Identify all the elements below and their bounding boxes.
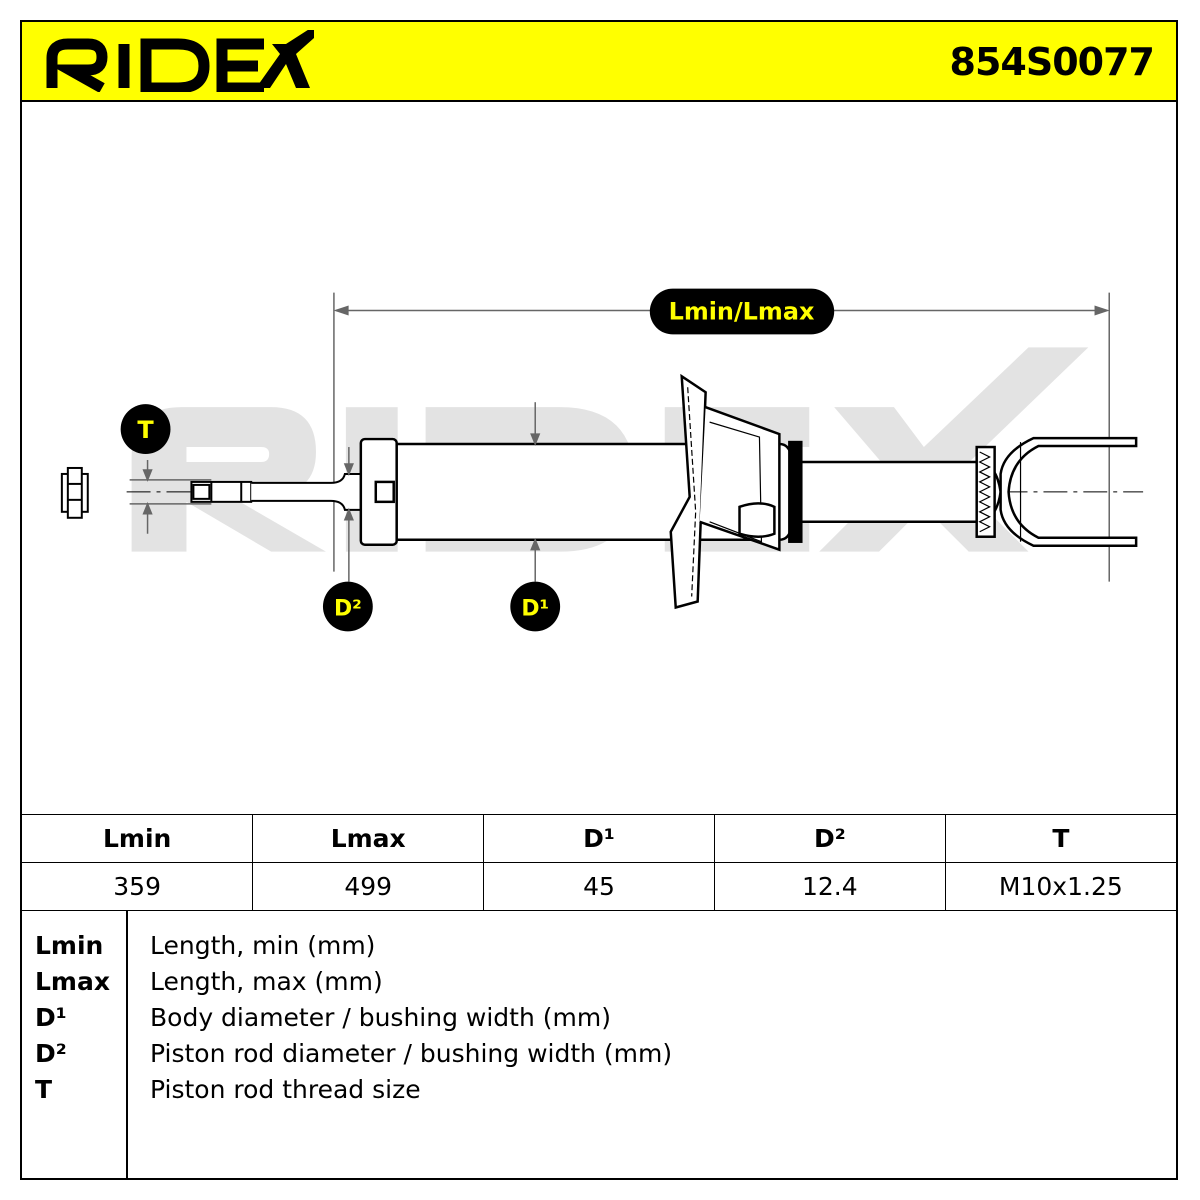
legend-row-lmax: Lmax Length, max (mm): [22, 967, 1176, 1003]
length-label: Lmin/Lmax: [649, 288, 835, 335]
legend-abbr: Lmax: [35, 967, 110, 996]
ridex-logo: [46, 30, 314, 92]
legend-row-t: T Piston rod thread size: [22, 1075, 1176, 1111]
shock-absorber-drawing: Lmin/Lmax T: [60, 288, 1144, 632]
spec-table-value-row: 359 499 45 12.4 M10x1.25: [22, 862, 1176, 911]
legend-abbr: D¹: [35, 1003, 67, 1032]
body-diameter-label: D¹: [510, 581, 561, 632]
svg-text:D¹: D¹: [521, 596, 549, 621]
legend-desc: Piston rod thread size: [150, 1075, 421, 1104]
value-t: M10x1.25: [944, 862, 1176, 911]
legend-abbr: T: [35, 1075, 53, 1104]
header-bar: 854S0077: [22, 22, 1176, 102]
header-lmin: Lmin: [22, 814, 254, 863]
thread-dimension: [129, 459, 212, 534]
legend-divider: [126, 911, 128, 1180]
value-lmin: 359: [22, 862, 254, 911]
svg-text:T: T: [137, 416, 154, 444]
legend-desc: Length, max (mm): [150, 967, 383, 996]
rod-diameter-label: D²: [322, 581, 373, 632]
svg-text:D²: D²: [334, 596, 362, 621]
svg-text:Lmin/Lmax: Lmin/Lmax: [669, 297, 815, 325]
legend-row-d2: D² Piston rod diameter / bushing width (…: [22, 1039, 1176, 1075]
body-diameter-dimension: [530, 402, 541, 582]
header-lmax: Lmax: [252, 814, 485, 863]
piston-rod: [190, 472, 362, 511]
header-d2: D²: [713, 814, 946, 863]
thread-label: T: [120, 404, 171, 455]
legend: Lmin Length, min (mm) Lmax Length, max (…: [22, 911, 1176, 1180]
fork-mount: [999, 436, 1138, 547]
legend-desc: Body diameter / bushing width (mm): [150, 1003, 611, 1032]
nut: [60, 466, 89, 519]
value-lmax: 499: [252, 862, 485, 911]
value-d1: 45: [483, 862, 715, 911]
datasheet: 854S0077 Lmin/Lmax: [20, 20, 1178, 1180]
spec-table-header-row: Lmin Lmax D¹ D² T: [22, 814, 1176, 863]
header-d1: D¹: [483, 814, 715, 863]
legend-abbr: Lmin: [35, 931, 104, 960]
header-t: T: [944, 814, 1176, 863]
spec-table: Lmin Lmax D¹ D² T 359 499 45 12.4 M10x1.…: [22, 814, 1176, 911]
legend-desc: Length, min (mm): [150, 931, 376, 960]
rod-diameter-dimension: [343, 447, 354, 582]
value-d2: 12.4: [713, 862, 946, 911]
legend-row-d1: D¹ Body diameter / bushing width (mm): [22, 1003, 1176, 1039]
spring-seat: [669, 373, 781, 610]
legend-row-lmin: Lmin Length, min (mm): [22, 931, 1176, 967]
part-number: 854S0077: [949, 40, 1155, 84]
legend-desc: Piston rod diameter / bushing width (mm): [150, 1039, 673, 1068]
legend-abbr: D²: [35, 1039, 67, 1068]
